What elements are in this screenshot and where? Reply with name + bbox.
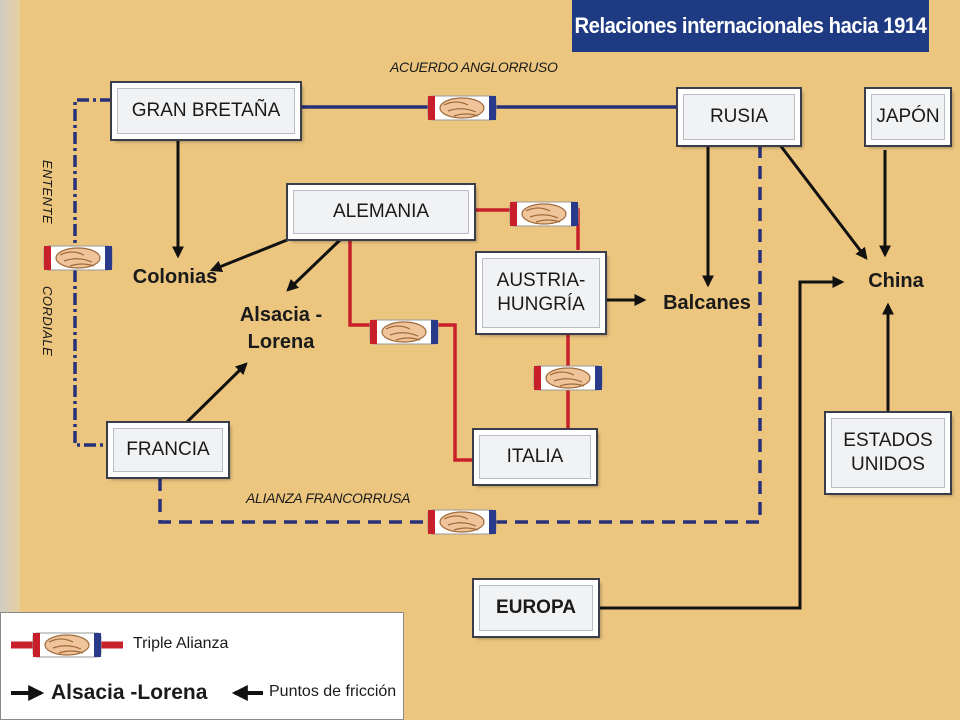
page-title: Relaciones internacionales hacia 1914 [572,0,929,52]
handshake-icon [509,201,579,227]
label-colonias: Colonias [132,266,218,288]
node-europa: EUROPA [472,578,600,638]
friction-lines [172,138,894,610]
node-japon: JAPÓN [864,87,952,147]
node-rusia: RUSIA [676,87,802,147]
legend-triple-alianza: Triple Alianza [133,635,229,652]
label-balcanes: Balcanes [663,292,751,314]
node-estados-unidos: ESTADOS UNIDOS [824,411,952,495]
label-china: China [868,270,924,292]
node-austria-hungria: AUSTRIA- HUNGRÍA [475,251,607,335]
handshake-icon [533,365,603,391]
label-alianza-francorrusa: ALIANZA FRANCORRUSA [246,490,411,506]
handshake-icon [427,509,497,535]
node-alemania: ALEMANIA [286,183,476,241]
label-cordiale: CORDIALE [40,286,55,357]
handshake-icon [427,95,497,121]
node-francia: FRANCIA [106,421,230,479]
legend: Triple Alianza Alsacia -Lorena Puntos de… [0,612,404,720]
handshake-icon [32,632,102,658]
handshake-icon [369,319,439,345]
node-gran-bretana: GRAN BRETAÑA [110,81,302,141]
label-entente: ENTENTE [40,160,55,225]
legend-symbols [11,632,263,701]
node-italia: ITALIA [472,428,598,486]
handshake-icon [43,245,113,271]
label-acuerdo-anglorruso: ACUERDO ANGLORRUSO [390,59,558,75]
legend-alsacia-lorena: Alsacia -Lorena [51,681,208,704]
label-alsacia-lorena: Alsacia - Lorena [239,304,323,353]
legend-puntos-friccion: Puntos de fricción [269,683,397,700]
